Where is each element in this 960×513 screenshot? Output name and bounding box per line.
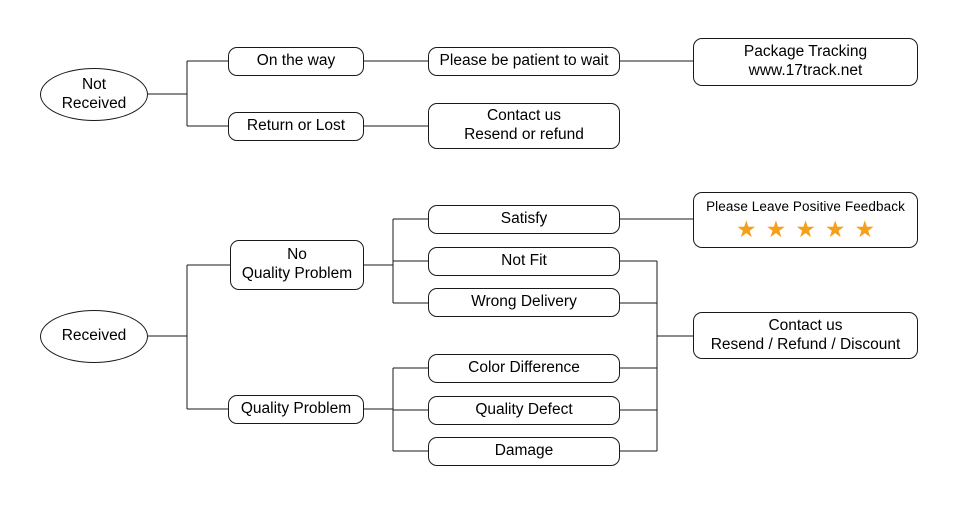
node-contact-us-resend-refund-discount[interactable]: Contact us Resend / Refund / Discount (693, 312, 918, 359)
node-received[interactable]: Received (40, 310, 148, 363)
node-quality-defect-label: Quality Defect (475, 401, 573, 419)
node-package-tracking[interactable]: Package Tracking www.17track.net (693, 38, 918, 86)
node-contact-us-resend-or-refund[interactable]: Contact us Resend or refund (428, 103, 620, 149)
node-damage[interactable]: Damage (428, 437, 620, 466)
node-damage-label: Damage (494, 442, 554, 460)
node-quality-problem[interactable]: Quality Problem (228, 395, 364, 424)
node-no-quality-problem-line-1: No (287, 246, 307, 264)
node-contact-us-resend-or-refund-line-2: Resend or refund (464, 126, 584, 143)
node-satisfy-label: Satisfy (500, 210, 548, 228)
star-icon-3[interactable]: ★ (795, 216, 816, 243)
node-wrong-delivery-label: Wrong Delivery (471, 293, 577, 311)
node-wrong-delivery[interactable]: Wrong Delivery (428, 288, 620, 317)
node-on-the-way-label: On the way (256, 52, 336, 70)
node-package-tracking-url: www.17track.net (748, 62, 863, 79)
node-positive-feedback[interactable]: Please Leave Positive Feedback ★ ★ ★ ★ ★ (693, 192, 918, 248)
node-on-the-way[interactable]: On the way (228, 47, 364, 76)
node-contact-us-resend-refund-discount-line-2: Resend / Refund / Discount (710, 335, 901, 353)
node-satisfy[interactable]: Satisfy (428, 205, 620, 234)
node-return-or-lost-label: Return or Lost (246, 117, 346, 135)
star-icon-4[interactable]: ★ (824, 216, 846, 243)
node-contact-us-resend-refund-discount-line-1: Contact us (768, 316, 843, 334)
node-color-difference-label: Color Difference (468, 359, 580, 377)
node-quality-defect[interactable]: Quality Defect (428, 396, 620, 425)
node-not-received[interactable]: Not Received (40, 68, 148, 121)
node-not-received-line-1: Not (81, 75, 107, 93)
node-not-fit-label: Not Fit (501, 252, 547, 270)
node-contact-us-resend-or-refund-line-1: Contact us (486, 107, 562, 125)
node-color-difference[interactable]: Color Difference (428, 354, 620, 383)
node-please-be-patient-to-wait-label: Please be patient to wait (439, 52, 609, 70)
node-please-be-patient-to-wait[interactable]: Please be patient to wait (428, 47, 620, 76)
node-package-tracking-line-1: Package Tracking (743, 43, 868, 61)
star-icon-5[interactable]: ★ (854, 216, 876, 243)
node-received-label: Received (61, 327, 127, 345)
star-icon-1[interactable]: ★ (735, 216, 757, 243)
node-positive-feedback-title: Please Leave Positive Feedback (706, 198, 905, 214)
node-no-quality-problem[interactable]: No Quality Problem (230, 240, 364, 290)
node-not-fit[interactable]: Not Fit (428, 247, 620, 276)
star-icon-2[interactable]: ★ (765, 216, 787, 243)
rating-stars[interactable]: ★ ★ ★ ★ ★ (736, 218, 875, 241)
node-quality-problem-label: Quality Problem (240, 400, 352, 418)
node-no-quality-problem-line-2: Quality Problem (241, 265, 353, 282)
node-return-or-lost[interactable]: Return or Lost (228, 112, 364, 141)
node-not-received-line-2: Received (61, 94, 127, 112)
